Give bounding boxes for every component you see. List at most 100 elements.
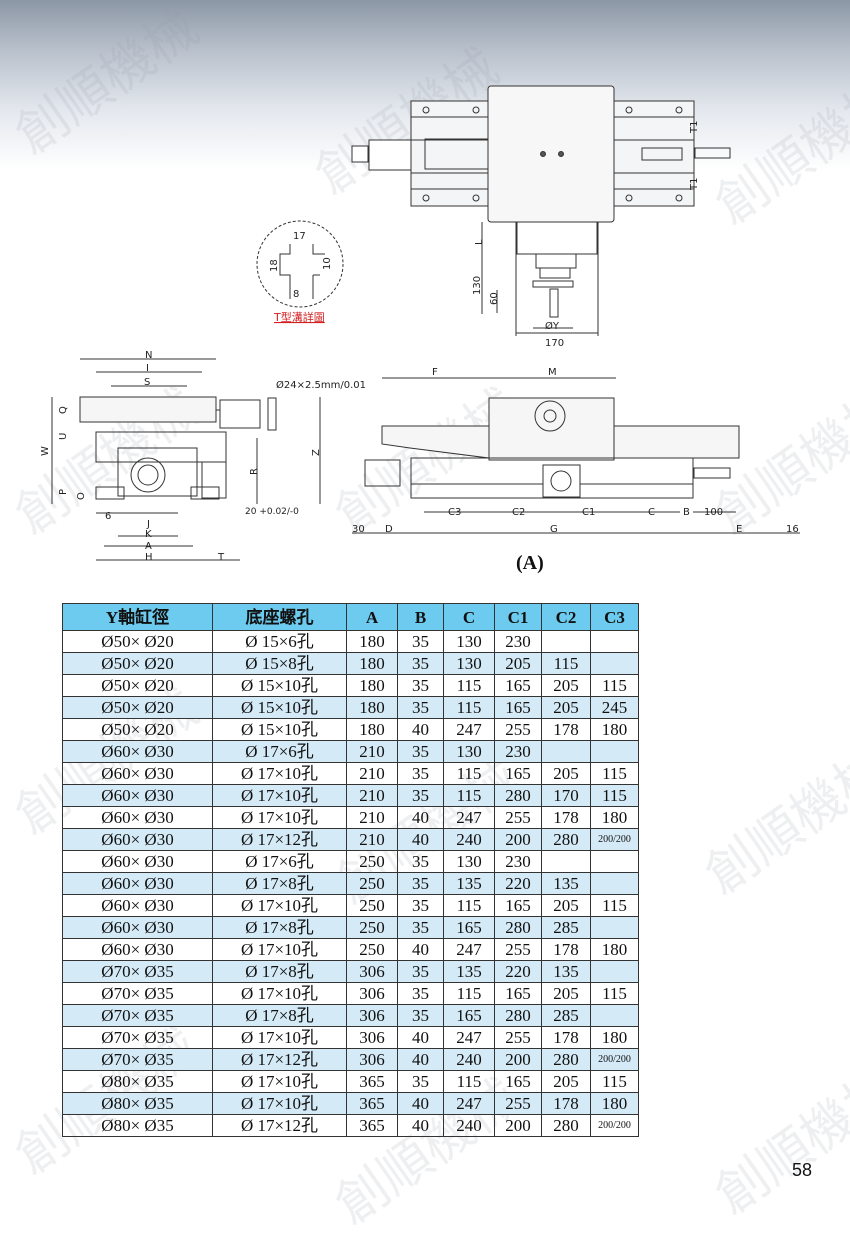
table-cell: 165 [494, 894, 542, 917]
table-cell: Ø 17×10孔 [212, 806, 347, 829]
table-cell: 200 [494, 828, 542, 851]
table-cell: Ø50× Ø20 [62, 630, 213, 653]
table-cell: 40 [397, 1092, 444, 1115]
table-cell: 285 [541, 1004, 591, 1027]
dim-label: N [145, 350, 152, 361]
table-cell: 40 [397, 1048, 444, 1071]
table-cell: Ø 17×10孔 [212, 762, 347, 785]
table-cell: 165 [494, 1070, 542, 1093]
table-cell: Ø 17×8孔 [212, 1004, 347, 1027]
table-cell: 280 [494, 916, 542, 939]
table-cell: 130 [443, 630, 495, 653]
table-cell: Ø60× Ø30 [62, 762, 213, 785]
table-cell: 35 [397, 894, 444, 917]
table-cell: 40 [397, 938, 444, 961]
table-cell: Ø60× Ø30 [62, 784, 213, 807]
dim-label: 60 [489, 292, 500, 305]
table-cell: 115 [590, 1070, 639, 1093]
table-cell: Ø70× Ø35 [62, 1026, 213, 1049]
dim-label: 30 [352, 524, 365, 535]
table-cell: 115 [541, 652, 591, 675]
table-cell: 180 [346, 718, 398, 741]
table-cell: 240 [443, 828, 495, 851]
table-cell: 365 [346, 1114, 398, 1137]
screw-spec: Ø24×2.5mm/0.01 [276, 379, 366, 391]
dim-label: C2 [512, 507, 525, 518]
table-cell: Ø60× Ø30 [62, 872, 213, 895]
table-cell: 180 [346, 696, 398, 719]
dim-label: M [548, 367, 557, 378]
table-cell: 35 [397, 696, 444, 719]
tolerance-label: 20 +0.02/-0 [245, 507, 299, 517]
dim-label: P [58, 489, 69, 495]
dim-label: H [145, 552, 153, 563]
table-cell: 178 [541, 938, 591, 961]
dim-label: O [76, 492, 87, 500]
detail-title: T型溝詳圖 [273, 310, 325, 324]
table-cell: 135 [541, 960, 591, 983]
table-cell: Ø 17×10孔 [212, 982, 347, 1005]
table-cell: Ø80× Ø35 [62, 1092, 213, 1115]
dim-label: 16 [786, 524, 799, 535]
fraction-cell: 200/200 [590, 1048, 639, 1071]
dim-label: C3 [448, 507, 461, 518]
table-cell: Ø 15×10孔 [212, 696, 347, 719]
table-cell: Ø 17×6孔 [212, 740, 347, 763]
dim-label: T1 [689, 178, 700, 191]
table-cell [590, 1004, 639, 1027]
dim-label: Z [311, 449, 322, 456]
dim-label: C [648, 507, 655, 518]
table-cell: Ø 17×12孔 [212, 1048, 347, 1071]
table-cell: Ø 17×8孔 [212, 960, 347, 983]
table-cell: Ø60× Ø30 [62, 828, 213, 851]
dim-label: L [474, 239, 485, 245]
table-cell: 205 [541, 696, 591, 719]
table-cell: 115 [443, 784, 495, 807]
table-cell: 180 [590, 1092, 639, 1115]
table-cell: 250 [346, 850, 398, 873]
table-cell [590, 740, 639, 763]
table-cell: 135 [443, 960, 495, 983]
table-cell: 306 [346, 960, 398, 983]
table-cell: 180 [590, 718, 639, 741]
dim-label: T [217, 552, 225, 563]
column-header: B [397, 603, 444, 631]
table-cell: 35 [397, 762, 444, 785]
dim-label: K [145, 529, 152, 540]
table-cell: Ø60× Ø30 [62, 894, 213, 917]
table-cell: 35 [397, 982, 444, 1005]
dim-label: 17 [293, 231, 306, 242]
table-cell: 180 [590, 938, 639, 961]
table-cell: 178 [541, 1092, 591, 1115]
table-cell: 130 [443, 850, 495, 873]
table-cell: 250 [346, 894, 398, 917]
table-cell: 115 [443, 894, 495, 917]
table-cell: Ø50× Ø20 [62, 652, 213, 675]
technical-drawings: T1 T1 L 130 60 ØY 170 17 18 10 8 T型溝詳圖 N… [40, 85, 800, 563]
table-cell: 220 [494, 872, 542, 895]
table-cell: 35 [397, 652, 444, 675]
table-cell: Ø 17×10孔 [212, 938, 347, 961]
dim-label: R [249, 468, 260, 475]
table-cell: 247 [443, 938, 495, 961]
column-header: Y軸缸徑 [62, 603, 213, 631]
table-cell: 306 [346, 1026, 398, 1049]
table-cell: 306 [346, 1004, 398, 1027]
column-header: A [346, 603, 398, 631]
dim-label: F [432, 367, 438, 378]
table-cell: 165 [494, 674, 542, 697]
table-cell: Ø 17×10孔 [212, 1092, 347, 1115]
table-cell: 130 [443, 740, 495, 763]
table-cell: 35 [397, 1004, 444, 1027]
table-cell: 255 [494, 718, 542, 741]
table-cell: 250 [346, 872, 398, 895]
table-cell: 165 [494, 982, 542, 1005]
table-cell: Ø50× Ø20 [62, 718, 213, 741]
table-cell: 205 [541, 762, 591, 785]
dim-label: U [58, 433, 69, 440]
